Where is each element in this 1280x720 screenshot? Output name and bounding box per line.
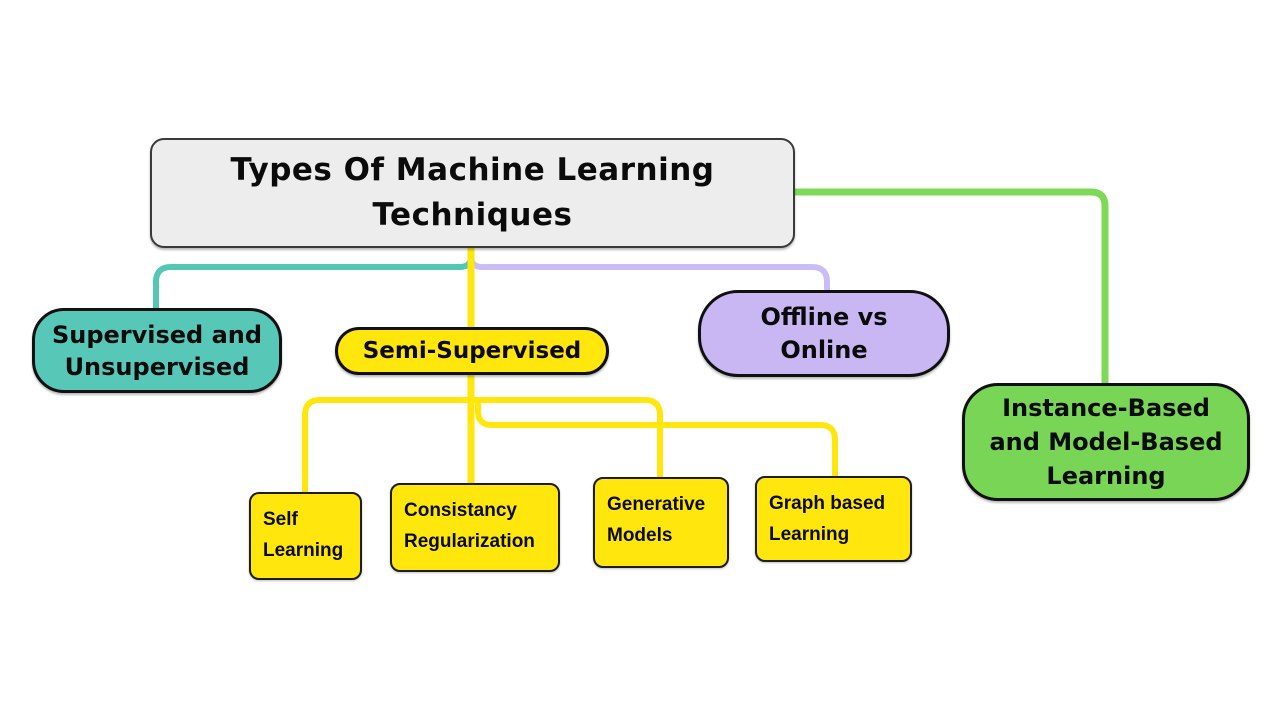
connector-instance [795,188,1109,384]
node-root-label: Types Of Machine Learning Techniques [230,152,715,233]
node-consistancy-regularization[interactable]: Consistancy Regularization [390,483,560,572]
node-supervised-unsupervised[interactable]: Supervised and Unsupervised [32,308,282,393]
node-offline-label: Offline vs Online [760,302,888,364]
node-consistancy-label: Consistancy Regularization [404,500,535,552]
node-offline-vs-online[interactable]: Offline vs Online [698,290,950,377]
node-instance-label: Instance-Based and Model-Based Learning [989,394,1223,490]
node-supervised-label: Supervised and Unsupervised [51,320,263,381]
node-root-types-of-ml[interactable]: Types Of Machine Learning Techniques [150,138,795,248]
node-semi-supervised[interactable]: Semi-Supervised [335,327,609,375]
connector-offline [468,255,830,293]
node-graph-label: Graph based Learning [769,493,886,545]
node-self-learning[interactable]: Self Learning [249,492,362,580]
connector-supervised [153,255,474,310]
node-semi-label: Semi-Supervised [362,338,582,364]
node-generative-models[interactable]: Generative Models [593,477,729,568]
node-instance-model-based[interactable]: Instance-Based and Model-Based Learning [962,383,1250,501]
connector-graph [475,400,838,478]
node-generative-label: Generative Models [607,494,706,546]
node-self-learning-label: Self Learning [263,509,344,561]
node-graph-based-learning[interactable]: Graph based Learning [755,476,912,562]
connector-self-generative [302,397,663,494]
